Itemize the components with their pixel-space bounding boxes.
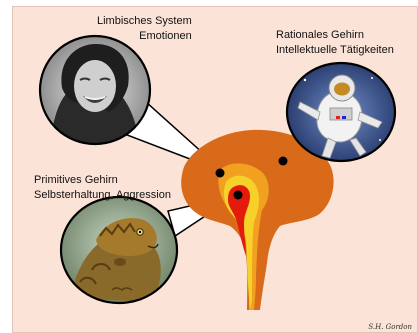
- iguana-lizard: [58, 195, 180, 305]
- limbic-pointer-dot: [216, 169, 225, 178]
- limbic-subtitle: Emotionen: [97, 29, 192, 44]
- primitive-pointer-dot: [234, 191, 243, 200]
- rational-subtitle: Intellektuelle Tätigkeiten: [276, 43, 394, 58]
- primitive-title: Primitives Gehirn: [34, 173, 171, 188]
- limbic-title: Limbisches System: [97, 14, 192, 29]
- rational-pointer-dot: [279, 157, 288, 166]
- primitive-subtitle: Selbsterhaltung, Aggression: [34, 188, 171, 203]
- rational-title: Rationales Gehirn: [276, 28, 394, 43]
- primitive-caption: Primitives Gehirn Selbsterhaltung, Aggre…: [34, 173, 171, 203]
- artist-signature: S.H. Gordon: [368, 323, 412, 331]
- rational-caption: Rationales Gehirn Intellektuelle Tätigke…: [276, 28, 394, 58]
- limbic-caption: Limbisches System Emotionen: [97, 14, 192, 44]
